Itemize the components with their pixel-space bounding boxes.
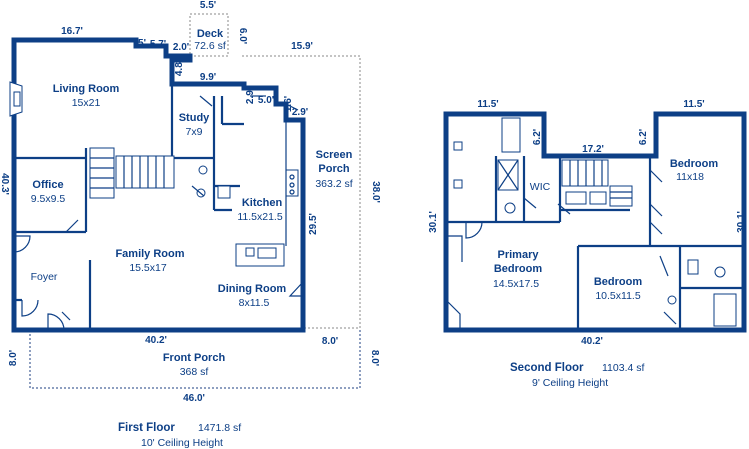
front-porch-outline: [29, 330, 361, 389]
sink-icon: [453, 141, 463, 151]
dim-deck-width: 5.5': [200, 0, 216, 11]
screen-porch-label-2: Porch: [318, 163, 349, 175]
sink-icon: [687, 259, 699, 275]
vanity-icon: [565, 191, 587, 205]
foyer-label: Foyer: [31, 271, 58, 283]
sink-icon: [453, 179, 463, 189]
front-door-icon: [47, 313, 65, 331]
dim-kitchen-height: 29.5': [308, 213, 319, 235]
family-room-size: 15.5x17: [129, 262, 167, 274]
dim-top-right: 11.5': [683, 99, 704, 110]
first-floor-exterior-wall: [11, 37, 306, 333]
first-floor-area: 1471.8 sf: [198, 422, 241, 434]
first-floor-doors: [13, 95, 304, 331]
kitchen-sink-icon: [257, 247, 277, 259]
wic-label: WIC: [530, 181, 551, 193]
office-size: 9.5x9.5: [31, 193, 66, 205]
dim-step-c: 2.0': [173, 42, 189, 53]
primary-bedroom-size: 14.5x17.5: [493, 278, 539, 290]
second-floor-title: Second Floor: [510, 362, 584, 374]
dim-bottom: 40.2': [581, 336, 603, 347]
dim-k-c: 1.6': [283, 96, 294, 112]
dim-step-a: 5': [138, 38, 146, 49]
first-floor-interior-walls: [14, 84, 244, 330]
second-floor-plan: WIC Bedroom 11x18 Primary Bedroom 14.5x1…: [428, 99, 747, 389]
second-floor-stairs: [561, 159, 633, 207]
dim-deck-height: 6.0': [237, 28, 248, 44]
dishwasher-icon: [245, 247, 255, 257]
first-floor-title: First Floor: [118, 422, 175, 434]
dining-room-size: 8x11.5: [239, 297, 270, 309]
primary-door-icon: [465, 221, 483, 239]
dim-porch-width: 15.9': [291, 41, 313, 52]
second-floor-area: 1103.4 sf: [602, 362, 645, 374]
dim-front-width: 46.0': [183, 393, 205, 404]
first-floor-ceiling: 10' Ceiling Height: [141, 437, 223, 449]
dim-front-right: 8.0': [369, 350, 380, 366]
family-room-label: Family Room: [115, 248, 184, 260]
dim-study-width: 9.9': [200, 72, 216, 83]
first-floor-fixtures: [196, 120, 299, 267]
study-size: 7x9: [186, 126, 203, 138]
second-floor-ceiling: 9' Ceiling Height: [532, 377, 608, 389]
dim-step-left: 6.2': [532, 129, 543, 145]
foyer-door-icon: [13, 235, 31, 253]
kitchen-size: 11.5x21.5: [237, 211, 283, 223]
first-floor-stairs: [89, 147, 175, 199]
deck-size: 72.6 sf: [194, 40, 226, 52]
screen-porch-size: 363.2 sf: [315, 178, 352, 190]
second-floor-exterior-wall: [443, 111, 747, 333]
dim-front-left: 8.0': [8, 350, 19, 366]
bedroom-tr-label: Bedroom: [670, 158, 719, 170]
first-floor-plan: Living Room 15x21 Study 7x9 Office 9.5x9…: [0, 0, 381, 449]
toilet-icon: [198, 165, 208, 175]
living-room-label: Living Room: [53, 83, 120, 95]
dim-top: 16.7': [61, 26, 83, 37]
deck-label: Deck: [197, 28, 224, 40]
second-floor-fixtures: [453, 117, 737, 327]
front-porch-size: 368 sf: [180, 366, 209, 378]
bedroom-b-size: 10.5x11.5: [595, 290, 641, 302]
dim-k-b: 5.0': [258, 95, 274, 106]
second-floor-doors: [445, 169, 677, 330]
toilet-icon: [504, 202, 516, 214]
dim-step-b: 5.7': [150, 39, 166, 50]
bedroom-door-icon: [649, 169, 663, 183]
primary-bedroom-label-2: Bedroom: [494, 263, 543, 275]
office-label: Office: [32, 179, 63, 191]
dim-k-d: 2.9': [292, 107, 308, 118]
bedroom-b-label: Bedroom: [594, 276, 643, 288]
toilet-icon: [714, 266, 726, 278]
dim-porch-height: 38.0': [370, 181, 381, 203]
study-label: Study: [179, 112, 210, 124]
dim-front-r: 8.0': [322, 336, 338, 347]
dim-k-a: 2.9': [245, 88, 256, 104]
dim-top-left: 11.5': [477, 99, 498, 110]
primary-bedroom-label-1: Primary: [498, 249, 540, 261]
dim-left-step: 4.8': [174, 60, 185, 76]
front-porch-label: Front Porch: [163, 352, 226, 364]
dim-left: 30.1': [428, 211, 439, 233]
dim-step-right: 6.2': [638, 129, 649, 145]
dining-room-label: Dining Room: [218, 283, 287, 295]
fireplace-icon: [9, 81, 23, 117]
dim-left: 40.3': [0, 173, 10, 195]
bathtub-icon: [713, 293, 737, 327]
bathtub-icon: [501, 117, 521, 153]
dim-bottom: 40.2': [145, 335, 167, 346]
foyer-closet-door-icon: [21, 299, 39, 317]
dining-door-icon: [288, 281, 304, 297]
bedroom-tr-size: 11x18: [676, 171, 704, 183]
living-room-size: 15x21: [72, 97, 101, 109]
dim-right: 30.1': [736, 211, 747, 233]
dim-mid: 17.2': [582, 144, 604, 155]
screen-porch-label-1: Screen: [316, 149, 353, 161]
kitchen-label: Kitchen: [242, 197, 283, 209]
screen-porch-outline: [242, 55, 361, 329]
study-door-icon: [199, 95, 213, 107]
